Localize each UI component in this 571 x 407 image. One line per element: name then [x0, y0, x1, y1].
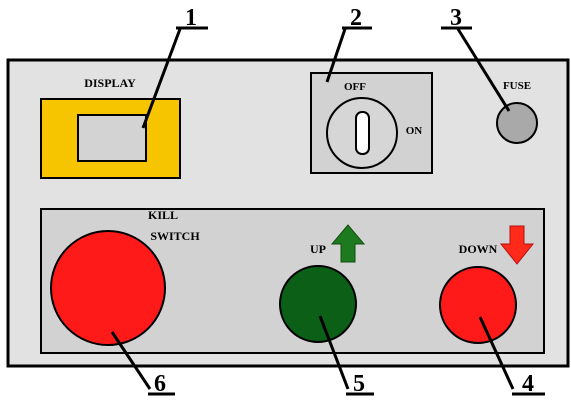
down-button[interactable] [439, 266, 517, 344]
key-switch-on-label: ON [406, 125, 423, 137]
callout-6: 6 [110, 331, 175, 397]
up-button[interactable] [279, 265, 357, 343]
kill-switch-label-line1: KILL [148, 208, 178, 222]
display-screen [77, 114, 147, 162]
callout-2: 2 [325, 5, 372, 83]
fuse-label: FUSE [503, 80, 531, 92]
callout-4-number: 4 [522, 371, 534, 397]
up-label: UP [310, 242, 326, 256]
callout-3: 3 [441, 5, 511, 112]
arrow-down-icon [499, 225, 535, 265]
kill-switch-button[interactable] [50, 230, 166, 346]
kill-switch-label-line2: SWITCH [150, 229, 200, 243]
key-slot-icon [355, 111, 370, 155]
callout-1: 1 [141, 5, 208, 129]
callout-5-number: 5 [353, 371, 365, 397]
callout-2-number: 2 [350, 5, 362, 31]
key-switch-off-label: OFF [344, 81, 366, 93]
callout-5: 5 [318, 315, 374, 397]
callout-3-number: 3 [450, 5, 462, 31]
arrow-up-icon [330, 224, 366, 263]
display-label: DISPLAY [84, 76, 136, 90]
fuse[interactable] [496, 102, 538, 144]
callout-1-number: 1 [185, 5, 197, 31]
down-label: DOWN [459, 242, 498, 256]
callout-4: 4 [478, 316, 545, 397]
callout-6-number: 6 [154, 371, 166, 397]
